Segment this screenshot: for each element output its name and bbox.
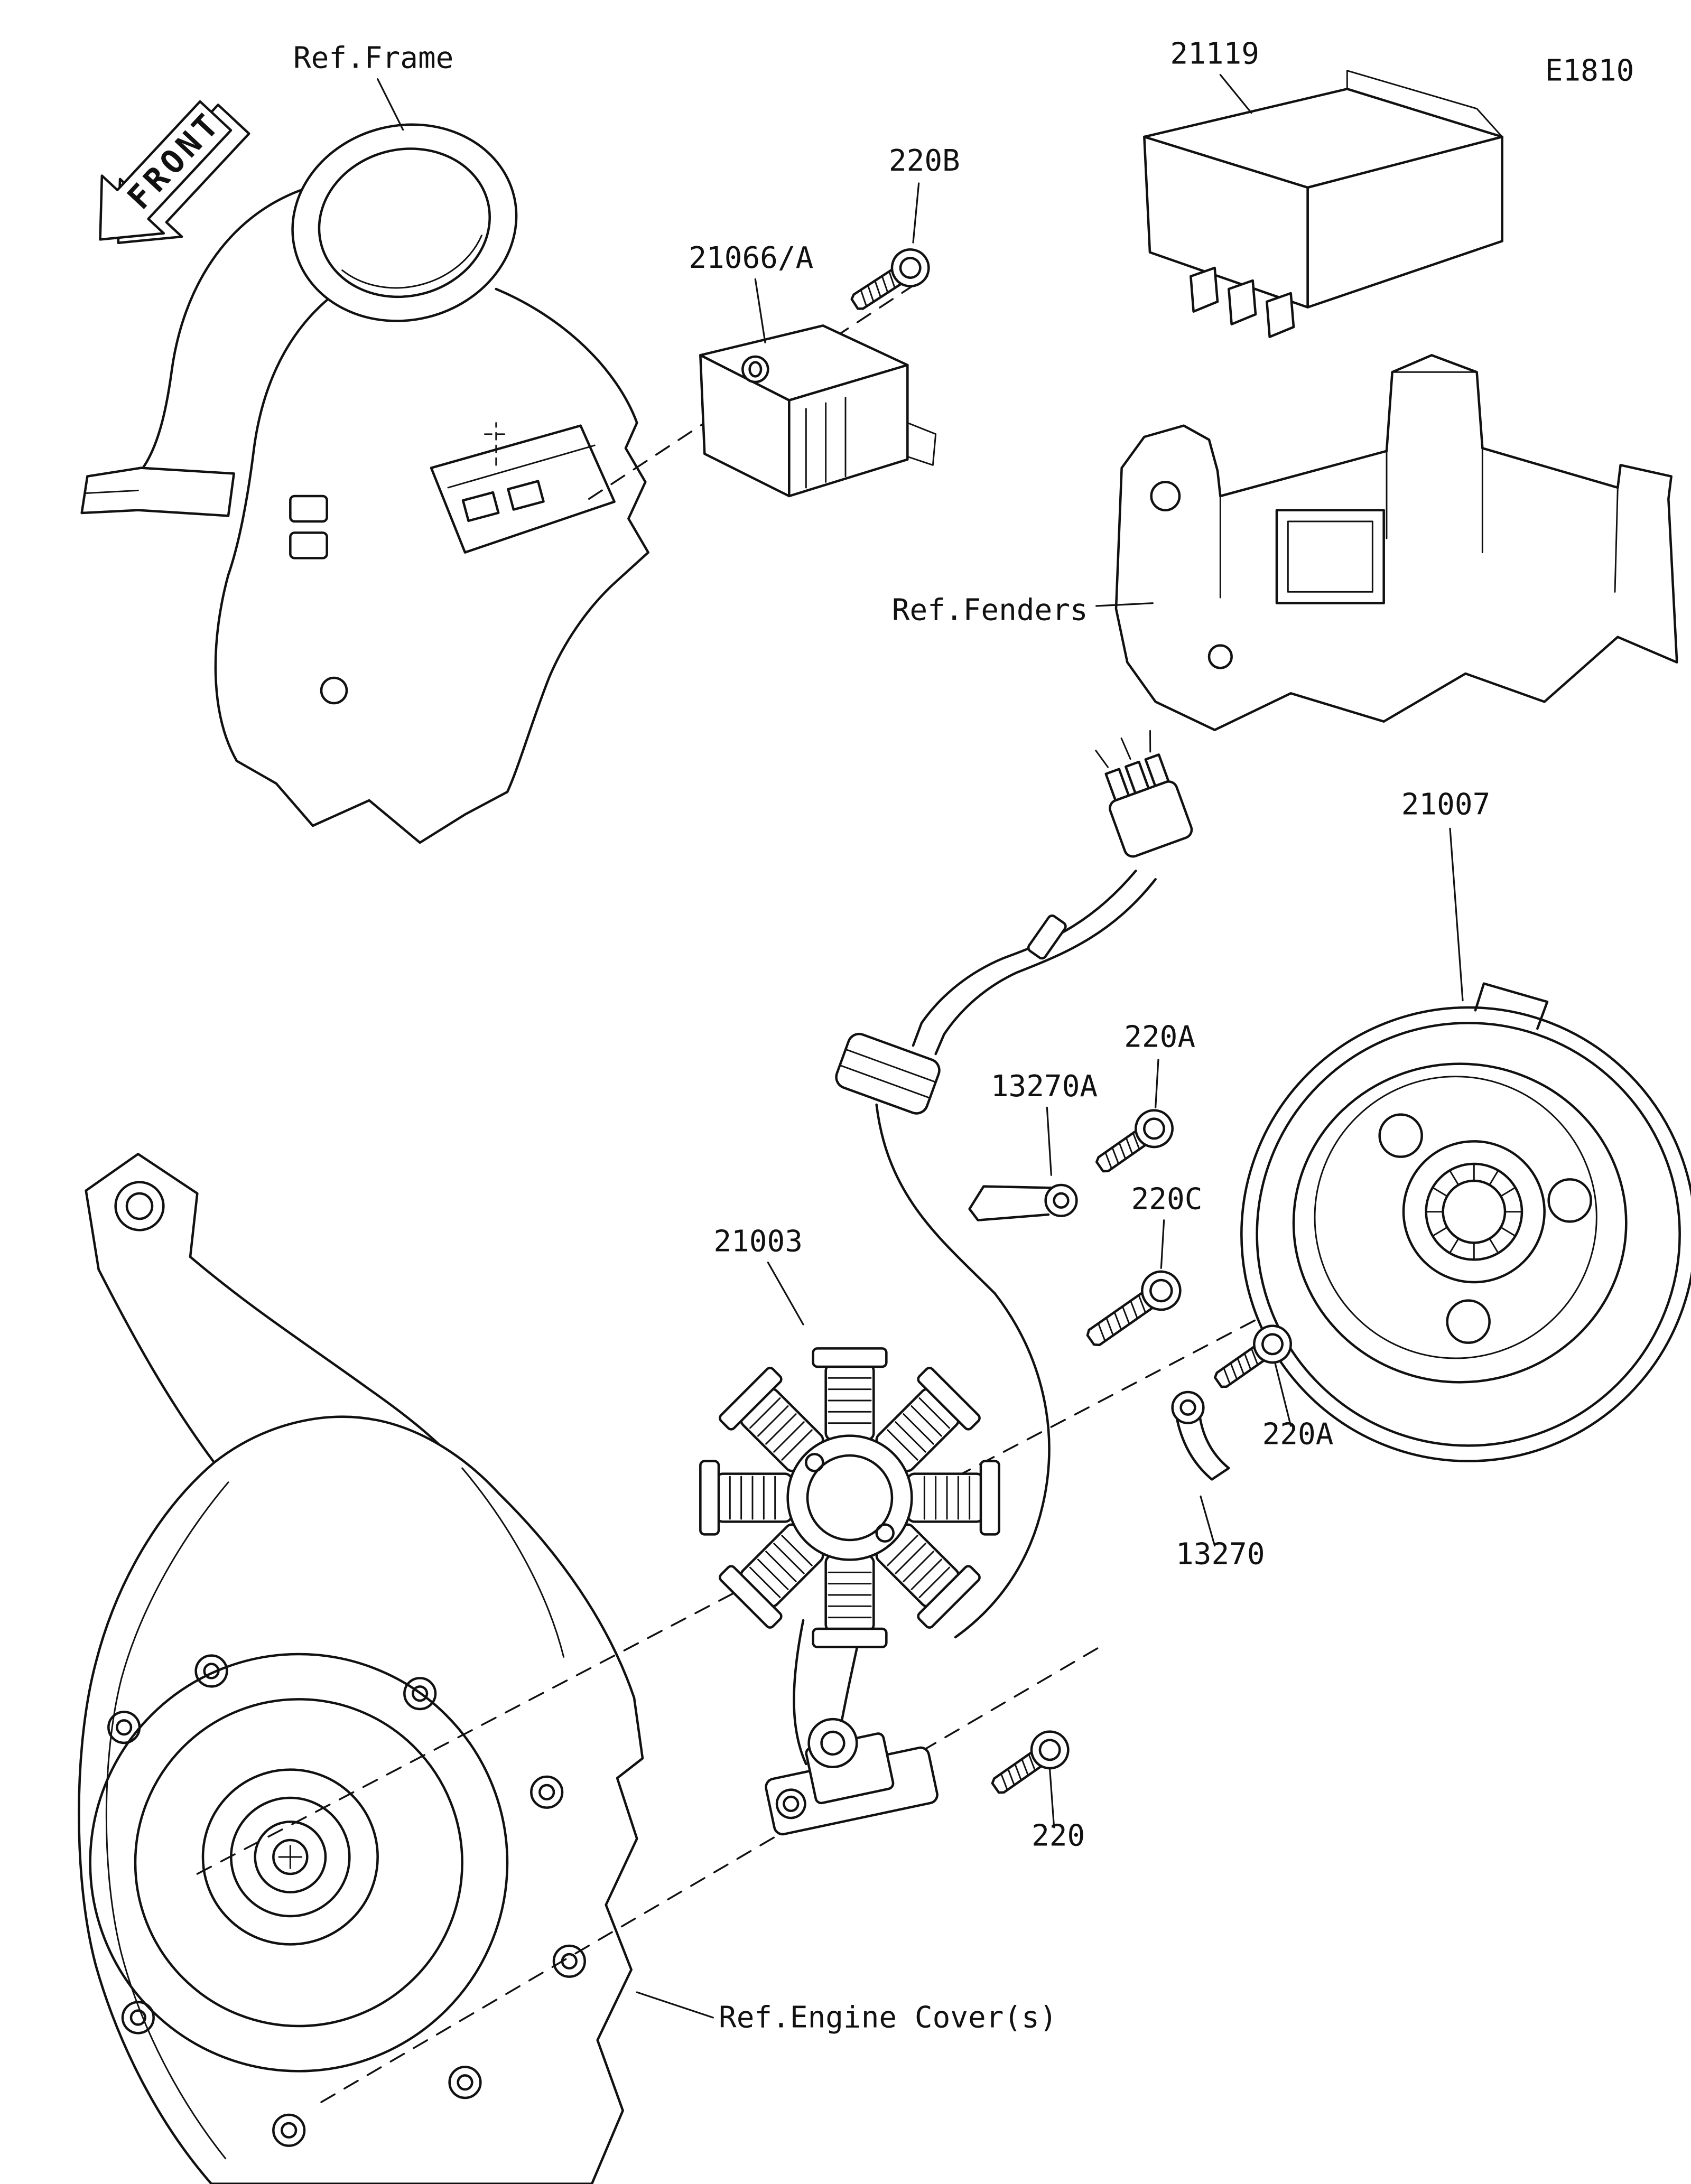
callout-220c: 220C [1131, 1182, 1203, 1216]
bolt-220c-drawing [1080, 1264, 1187, 1356]
pickup-coil-drawing [765, 1718, 939, 1836]
cable-drawing [793, 730, 1193, 1766]
callout-labels: Ref.Frame 220B 21066/A 21119 E1810 Ref.F… [293, 36, 1634, 2034]
callout-220b: 220B [889, 144, 960, 178]
bolt-220a-lower-drawing [1207, 1319, 1298, 1397]
leader-lines [377, 74, 1464, 2019]
regulator-drawing [699, 324, 937, 498]
bolt-220b-drawing [845, 242, 936, 319]
ref-fenders-label: Ref.Fenders [892, 593, 1088, 628]
callout-220: 220 [1032, 1819, 1085, 1853]
callout-21003: 21003 [713, 1224, 803, 1258]
ref-frame-label: Ref.Frame [293, 41, 453, 75]
ref-engine-cover-label: Ref.Engine Cover(s) [719, 2001, 1057, 2035]
front-direction-arrow: FRONT [99, 100, 250, 244]
callout-220a-lower: 220A [1262, 1417, 1334, 1452]
page-code-label: E1810 [1545, 53, 1634, 88]
bolt-220a-upper-drawing [1089, 1103, 1179, 1182]
front-arrow-label: FRONT [120, 104, 229, 217]
callout-21119: 21119 [1170, 36, 1259, 71]
clamp-13270a-drawing [968, 1183, 1078, 1221]
frame-drawing [80, 123, 649, 844]
stator-drawing [699, 1347, 1000, 1648]
callout-21066a: 21066/A [689, 241, 813, 275]
fender-bracket-drawing [1114, 354, 1678, 731]
callout-21007: 21007 [1401, 788, 1491, 822]
callout-220a-upper: 220A [1124, 1020, 1195, 1054]
engine-cover-drawing [78, 1153, 644, 2184]
flywheel-hub-splines [1425, 1163, 1523, 1261]
bolt-220-drawing [985, 1724, 1075, 1803]
flywheel-drawing [1240, 982, 1691, 1462]
ecu-drawing [1143, 70, 1503, 338]
callout-13270: 13270 [1176, 1537, 1265, 1571]
callout-13270a: 13270A [991, 1069, 1098, 1104]
clamp-13270-drawing [1171, 1390, 1230, 1481]
